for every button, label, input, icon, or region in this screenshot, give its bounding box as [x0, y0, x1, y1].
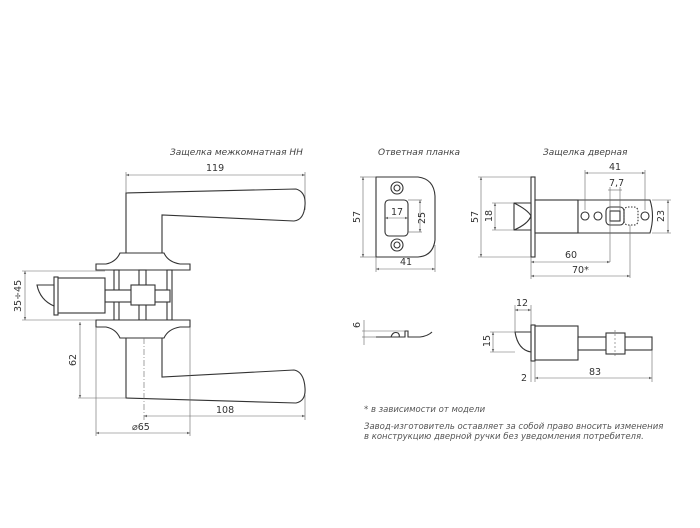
- dim-window-height: 25: [417, 212, 428, 224]
- dim-rose-diameter: ⌀65: [132, 422, 150, 433]
- lower-lever: [125, 337, 306, 404]
- dim-handle-length: 119: [206, 163, 224, 174]
- dim-window-width: 17: [391, 207, 403, 218]
- upper-lever: [125, 188, 306, 254]
- handle-drawing: Защелка межкомнатная НН 119 35÷45 62 108…: [13, 148, 306, 436]
- latch-body: [534, 199, 579, 234]
- dim-tail-height: 23: [656, 210, 667, 222]
- disclaimer-line-2: в конструкцию дверной ручки без уведомле…: [364, 432, 644, 442]
- latch-faceplate: [530, 176, 536, 258]
- latch-drawing: Защелка дверная 41 7,7 23 57 18 60 70*: [470, 148, 671, 384]
- dim-bolt-side-height: 15: [482, 335, 493, 347]
- screw-hole: [390, 181, 404, 195]
- latch-title: Защелка дверная: [543, 148, 628, 158]
- dim-faceplate-thickness: 2: [521, 373, 527, 384]
- strike-plate-side-view: [376, 330, 433, 338]
- dim-strike-thickness: 6: [352, 322, 363, 328]
- dim-handle-reach: 108: [216, 405, 234, 416]
- dim-door-thickness: 35÷45: [13, 280, 24, 312]
- dim-strike-height: 57: [352, 211, 363, 223]
- dim-faceplate-height: 57: [470, 211, 481, 223]
- dim-square: 7,7: [609, 178, 624, 189]
- disclaimer-line-1: Завод-изготовитель оставляет за собой пр…: [364, 422, 663, 432]
- handle-latch: [36, 276, 171, 316]
- strike-plate-title: Ответная планка: [378, 148, 460, 158]
- dim-total-length: 83: [589, 367, 601, 378]
- dim-bolt-depth: 12: [516, 298, 528, 309]
- footnote: * в зависимости от модели: [364, 405, 486, 415]
- handle-title: Защелка межкомнатная НН: [170, 148, 303, 158]
- lower-rose: [95, 319, 191, 339]
- screw-hole: [390, 238, 404, 252]
- latch-side-view: [514, 324, 653, 362]
- strike-plate-drawing: Ответная планка 17 25 57 41 6: [352, 148, 460, 345]
- dim-handle-height: 62: [68, 354, 79, 366]
- dim-tail-length: 41: [609, 162, 621, 173]
- dim-strike-width: 41: [400, 257, 412, 268]
- upper-rose: [95, 252, 191, 271]
- latch-bolt: [513, 202, 532, 231]
- dim-backset-60: 60: [565, 250, 577, 261]
- dim-backset-70: 70*: [572, 265, 589, 276]
- dim-bolt-height: 18: [484, 210, 495, 222]
